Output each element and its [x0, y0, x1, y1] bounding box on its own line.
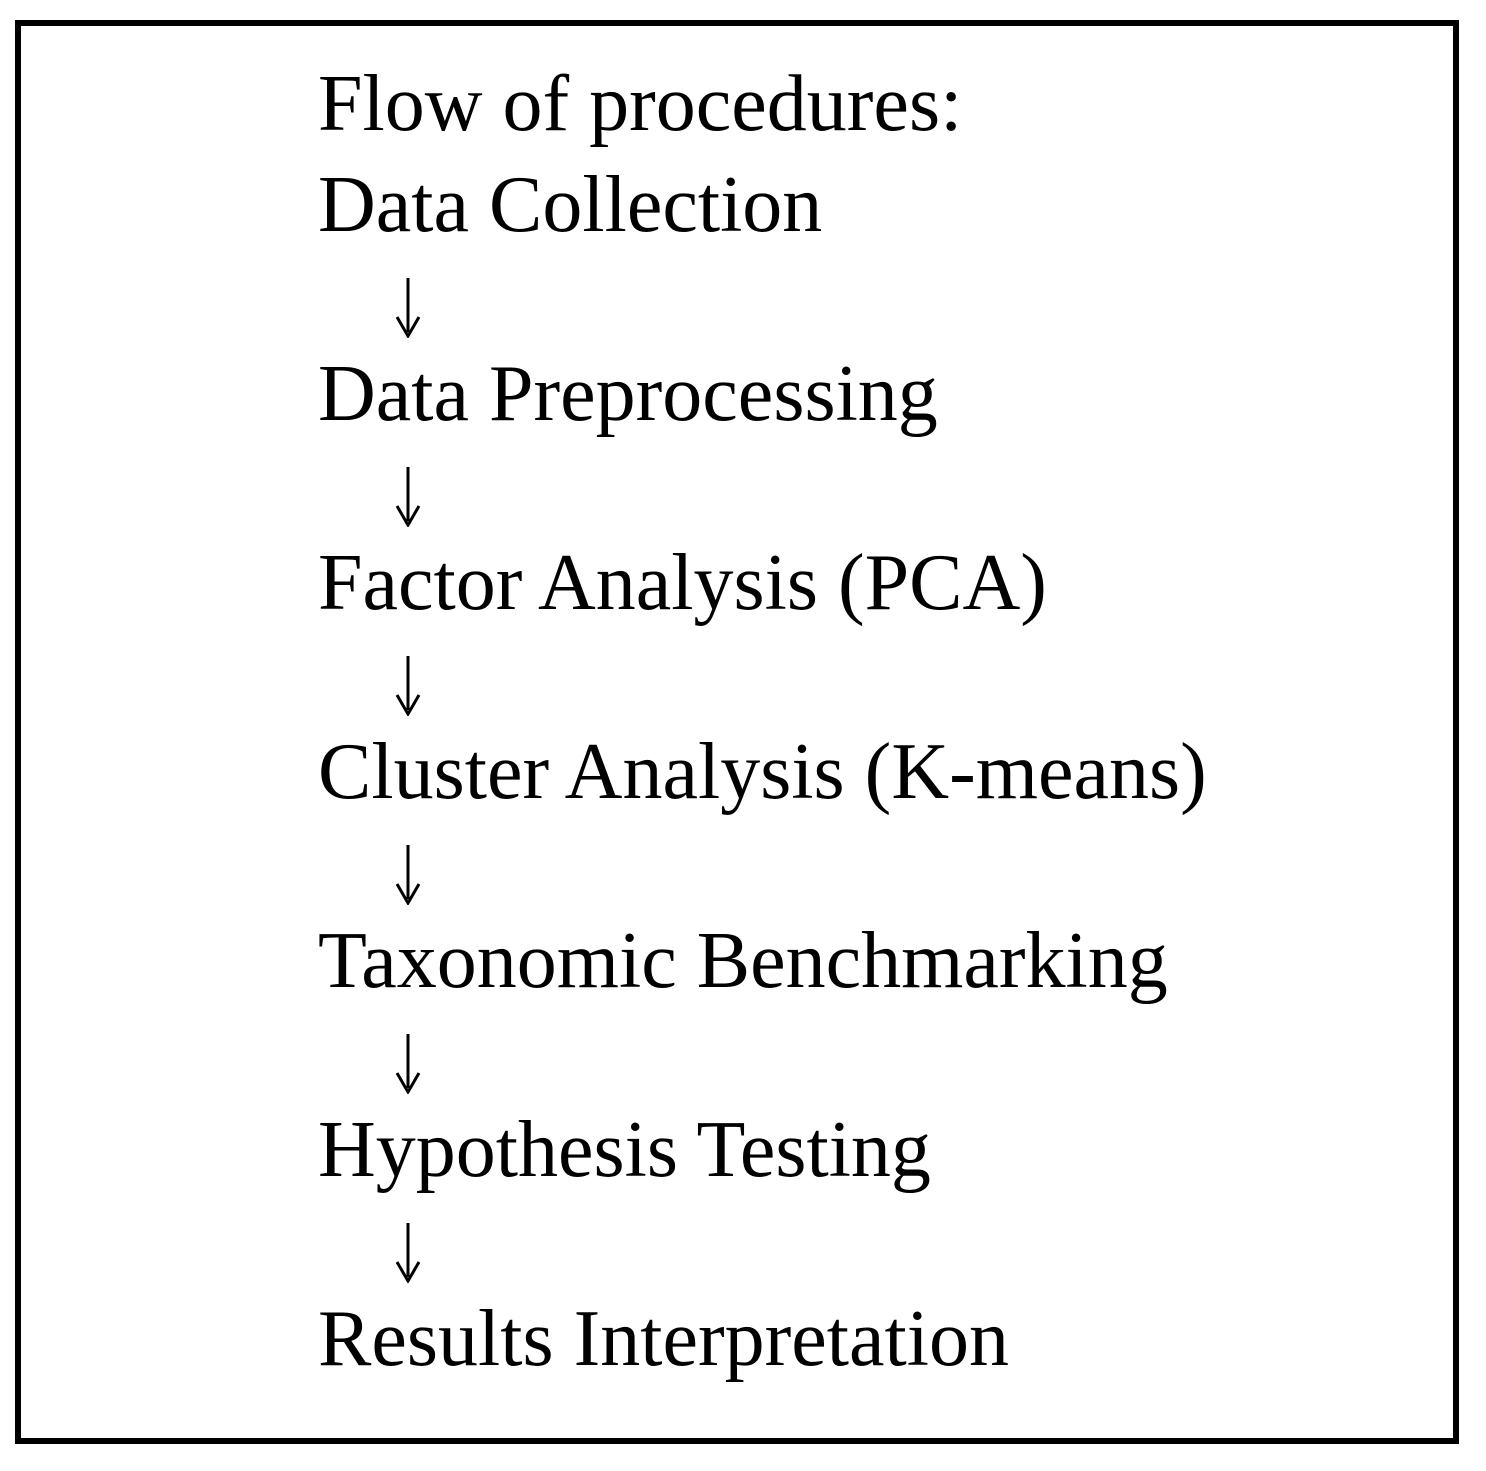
- flow-connector: [318, 823, 1207, 911]
- flow-connector: [318, 445, 1207, 533]
- flow-connector: [318, 634, 1207, 722]
- diagram-border: Flow of procedures: Data Collection Data…: [15, 20, 1459, 1444]
- step-data-preprocessing: Data Preprocessing: [318, 350, 938, 438]
- down-arrow-icon: [395, 1034, 421, 1094]
- step-taxonomic-benchmarking: Taxonomic Benchmarking: [318, 917, 1168, 1005]
- step-results-interpretation: Results Interpretation: [318, 1295, 1009, 1383]
- flow-connector: [318, 1201, 1207, 1289]
- flow-diagram: Flow of procedures: Data Collection Data…: [318, 54, 1207, 1390]
- down-arrow-icon: [395, 1223, 421, 1283]
- down-arrow-icon: [395, 656, 421, 716]
- step-data-collection: Data Collection: [318, 161, 823, 249]
- step-hypothesis-testing: Hypothesis Testing: [318, 1106, 931, 1194]
- flow-connector: [318, 256, 1207, 344]
- flow-connector: [318, 1012, 1207, 1100]
- step-cluster-analysis: Cluster Analysis (K-means): [318, 728, 1207, 816]
- down-arrow-icon: [395, 278, 421, 338]
- step-factor-analysis: Factor Analysis (PCA): [318, 539, 1047, 627]
- down-arrow-icon: [395, 467, 421, 527]
- diagram-title: Flow of procedures:: [318, 60, 963, 148]
- down-arrow-icon: [395, 845, 421, 905]
